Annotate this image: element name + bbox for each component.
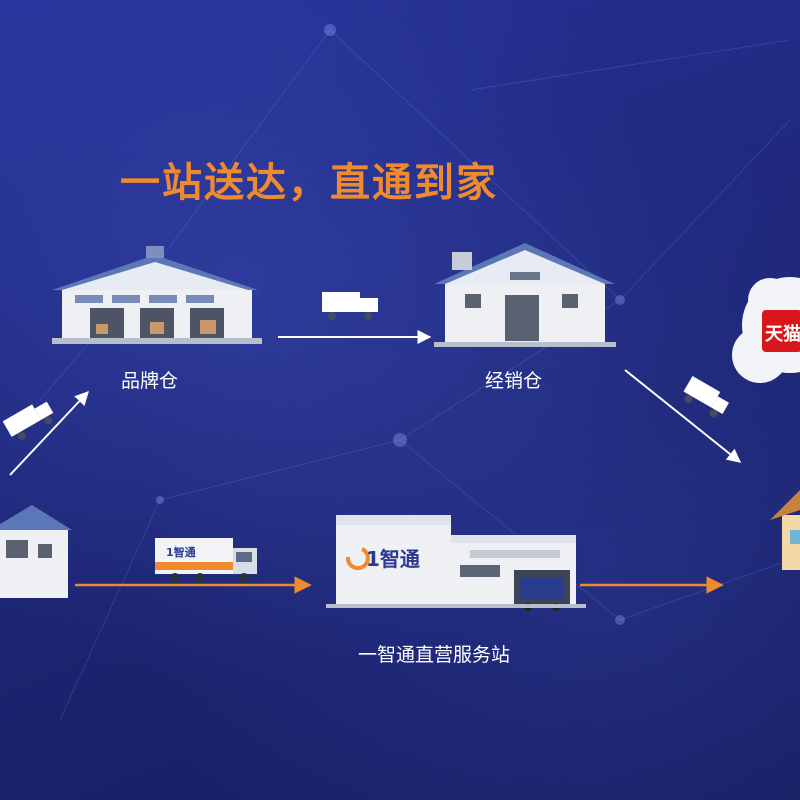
truck-icon	[2, 401, 54, 440]
tmall-logo: 天猫	[765, 323, 800, 345]
dealer-warehouse-icon	[434, 243, 616, 347]
dealer-warehouse-label: 经销仓	[485, 370, 543, 392]
customer-house-icon	[770, 490, 800, 570]
brand-warehouse-label: 品牌仓	[121, 370, 179, 392]
truck-icon	[322, 292, 378, 320]
svg-text:1智通: 1智通	[166, 545, 196, 559]
yizhitong-truck-icon	[155, 538, 257, 583]
truck-logo: 1智通	[166, 545, 196, 559]
svg-text:1智通: 1智通	[366, 547, 420, 571]
origin-warehouse-icon	[0, 505, 72, 598]
tmall-cloud-icon	[732, 277, 800, 383]
service-station-icon	[326, 515, 586, 611]
page-title: 一站送达，直通到家	[120, 160, 498, 206]
brand-warehouse-icon	[52, 246, 262, 344]
svg-text:天猫: 天猫	[765, 323, 800, 345]
arrow-origin-to-brand	[9, 390, 89, 476]
arrow-dealer-to-customer	[624, 369, 742, 463]
service-station-label: 一智通直营服务站	[358, 644, 511, 666]
yizhitong-logo: 1智通	[345, 547, 420, 571]
truck-icon	[683, 375, 729, 418]
